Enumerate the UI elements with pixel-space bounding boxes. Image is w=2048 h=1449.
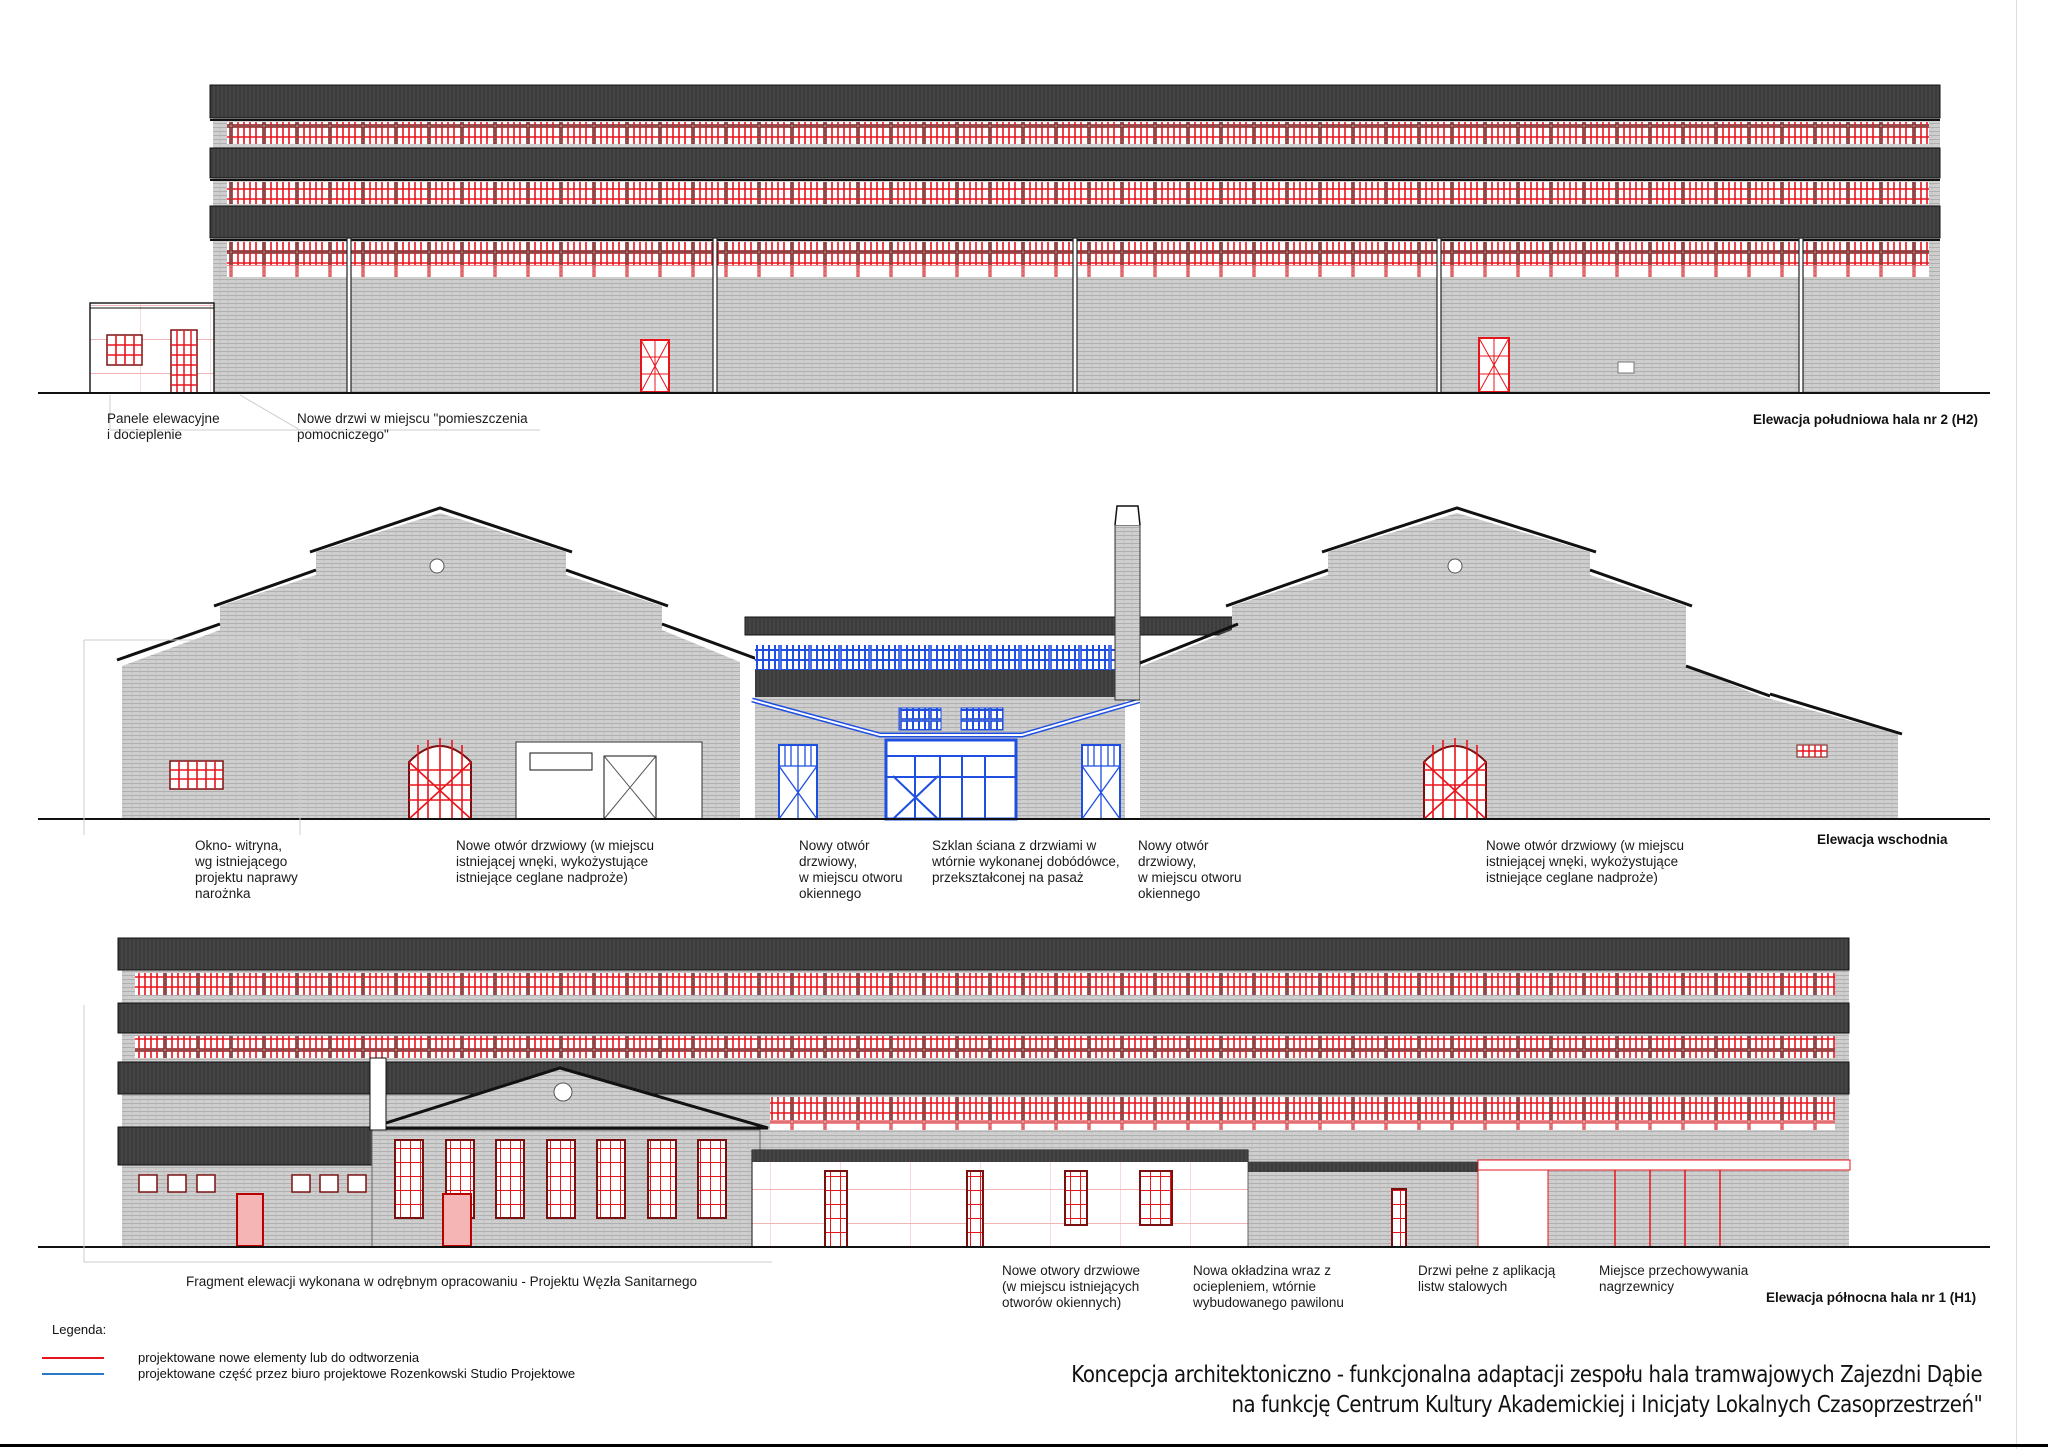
annotation-door-left-window: Nowy otwór drzwiowy, w miejscu otworu ok…	[799, 838, 903, 901]
roof-band	[209, 84, 1941, 119]
window-band	[227, 242, 1929, 265]
new-door	[824, 1170, 848, 1248]
annotation-new-door-left: Nowe otwór drzwiowy (w miejscu istniejąc…	[456, 838, 655, 885]
annotation-heater-storage: Miejsce przechowywania nagrzewnicy	[1599, 1263, 1749, 1294]
window-band	[227, 122, 1929, 144]
new-door	[966, 1170, 984, 1248]
roof-band	[209, 205, 1941, 239]
annotation-door-right-window: Nowy otwór drzwiowy, w miejscu otworu ok…	[1138, 838, 1242, 901]
legend-label: projektowane nowe elementy lub do odtwor…	[138, 1350, 420, 1365]
legend-item-studio: projektowane część przez biuro projektow…	[42, 1366, 575, 1381]
steel-door	[442, 1193, 472, 1247]
chimney	[1114, 524, 1141, 701]
roof-band	[117, 937, 1850, 971]
steel-door	[236, 1193, 264, 1247]
annex-panels	[89, 302, 215, 394]
legend-label: projektowane część przez biuro projektow…	[138, 1366, 576, 1381]
legend-swatch-red	[42, 1356, 104, 1359]
legend-heading: Legenda:	[52, 1322, 107, 1337]
transom-band	[227, 265, 1929, 277]
project-title-line2: na funkcję Centrum Kultury Akademickiej …	[1231, 1392, 1982, 1418]
roof-band	[209, 147, 1941, 179]
sheet-bottom-rule	[0, 1444, 2048, 1447]
project-title-line1: Koncepcja architektoniczno - funkcjonaln…	[1071, 1362, 1982, 1388]
annotation-shopfront: Okno- witryna, wg istniejącego projektu …	[195, 838, 298, 901]
annotation-panels: Panele elewacyjne i docieplenie	[107, 411, 220, 442]
south-elevation-title: Elewacja południowa hala nr 2 (H2)	[1753, 412, 1979, 427]
window-band	[227, 182, 1929, 204]
roof-band	[117, 1002, 1850, 1034]
north-elevation	[38, 937, 1990, 1263]
annotation-new-door-right: Nowe otwór drzwiowy (w miejscu istniejąc…	[1486, 838, 1685, 885]
sheet-border	[2016, 0, 2017, 1449]
annotation-new-doors: Nowe otwory drzwiowe (w miejscu istnieją…	[1002, 1263, 1141, 1310]
tall-windows	[394, 1139, 727, 1219]
east-elevation-title: Elewacja wschodnia	[1817, 832, 1948, 847]
legend-item-new: projektowane nowe elementy lub do odtwor…	[42, 1350, 419, 1365]
east-elevation	[38, 505, 1990, 835]
north-elevation-title: Elewacja północna hala nr 1 (H1)	[1766, 1290, 1977, 1305]
legend-swatch-blue	[42, 1372, 104, 1375]
link-roof	[744, 616, 1246, 636]
annotation-steel-doors: Drzwi pełne z aplikacją listw stalowych	[1418, 1263, 1556, 1294]
annotation-new-door: Nowe drzwi w miejscu "pomieszczenia pomo…	[297, 411, 528, 442]
annotation-cladding: Nowa okładzina wraz z ociepleniem, wtórn…	[1193, 1263, 1344, 1310]
south-elevation	[38, 84, 1990, 431]
annotation-fragment: Fragment elewacji wykonana w odrębnym op…	[186, 1274, 698, 1289]
project-title: Koncepcja architektoniczno - funkcjonaln…	[1071, 1360, 1982, 1420]
annotation-glass-wall: Szklan ściana z drzwiami w wtórnie wykon…	[932, 838, 1120, 885]
roof-band	[117, 1061, 1850, 1095]
